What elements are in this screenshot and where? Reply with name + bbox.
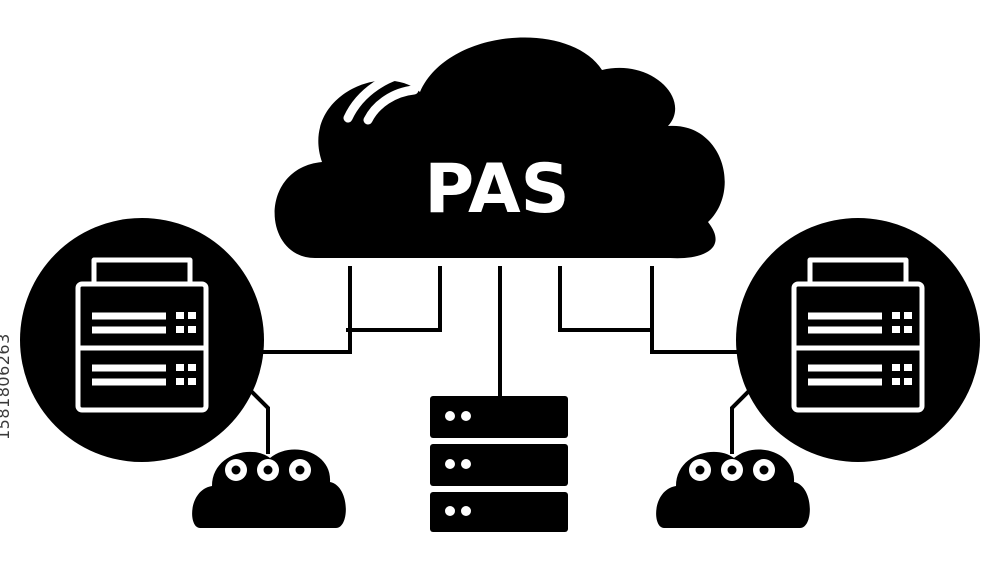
right-cloud-device — [656, 449, 810, 528]
left-cloud-device — [192, 449, 346, 528]
left-server-icon — [75, 257, 209, 413]
wifi-arc-inner-icon — [363, 85, 419, 125]
left-server-indicators — [176, 312, 196, 385]
cloud-label: PAS — [424, 150, 569, 229]
rack-unit-2 — [430, 444, 568, 486]
line-right-server-to-device — [730, 385, 755, 454]
stock-image-id: 1581806263 — [0, 333, 13, 440]
wifi-arc-outer-icon — [343, 67, 419, 123]
rack-indicator-lights — [445, 411, 471, 516]
center-server-rack — [430, 396, 568, 532]
line-cloud-to-right-server-b — [558, 266, 654, 332]
rack-unit-3 — [430, 492, 568, 532]
right-server-indicators — [892, 312, 912, 385]
left-server-circle — [20, 218, 264, 462]
cloud: PAS — [274, 37, 725, 259]
cloud-shape — [274, 37, 725, 259]
right-server-handle — [807, 257, 909, 284]
line-cloud-to-left-server-a — [260, 266, 352, 354]
right-server-circle — [736, 218, 980, 462]
left-server-handle — [91, 257, 193, 284]
line-cloud-to-left-server-b — [346, 266, 442, 332]
left-server-node — [20, 218, 264, 462]
line-left-server-to-device — [245, 385, 270, 454]
right-server-icon — [791, 257, 925, 413]
connector-lines — [245, 266, 755, 454]
rack-unit-1 — [430, 396, 568, 438]
right-server-node — [736, 218, 980, 462]
line-cloud-to-right-server-a — [650, 266, 740, 354]
